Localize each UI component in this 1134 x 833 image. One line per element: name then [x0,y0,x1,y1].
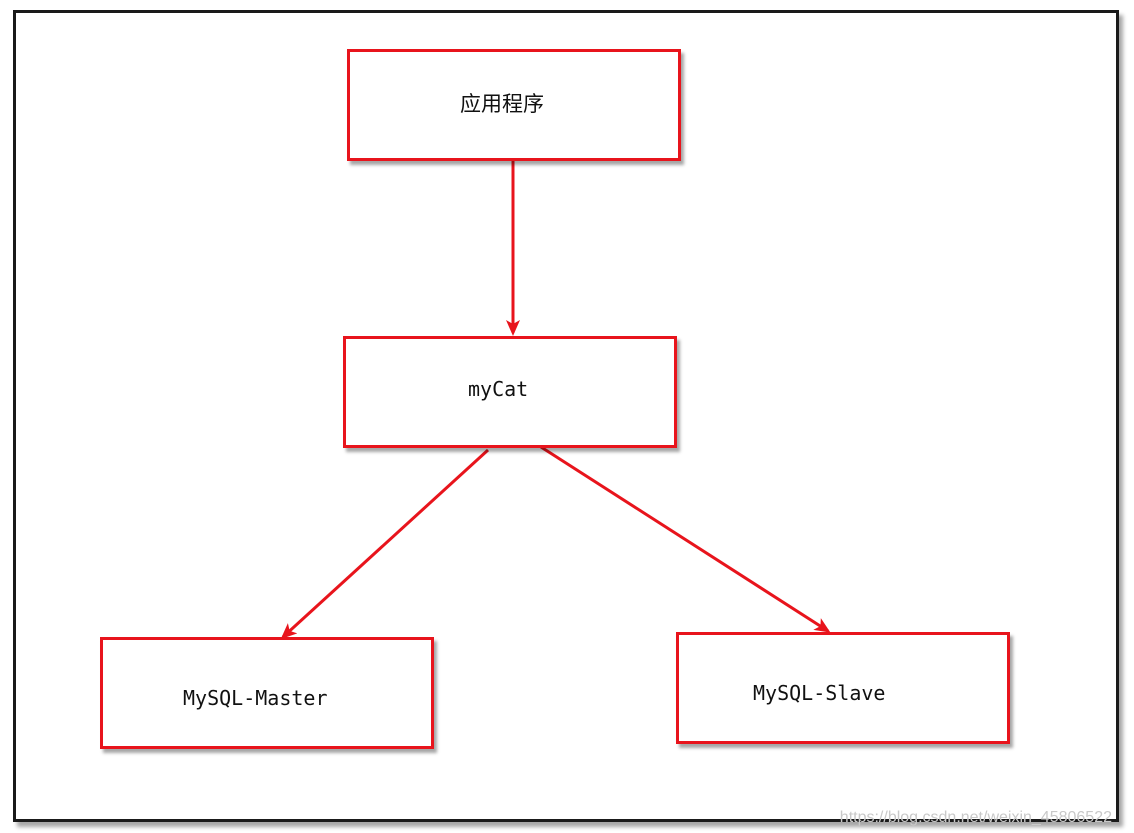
node-mysql-slave: MySQL-Slave [676,632,1010,744]
node-mysql-master: MySQL-Master [100,637,434,749]
node-mycat-label: myCat [468,377,529,401]
node-mysql-slave-label: MySQL-Slave [753,681,886,705]
node-application-label: 应用程序 [460,92,544,116]
node-mysql-master-label: MySQL-Master [183,686,328,710]
node-application: 应用程序 [347,49,681,161]
watermark-text: https://blog.csdn.net/weixin_45806522 [839,809,1112,826]
node-mycat: myCat [343,336,677,448]
